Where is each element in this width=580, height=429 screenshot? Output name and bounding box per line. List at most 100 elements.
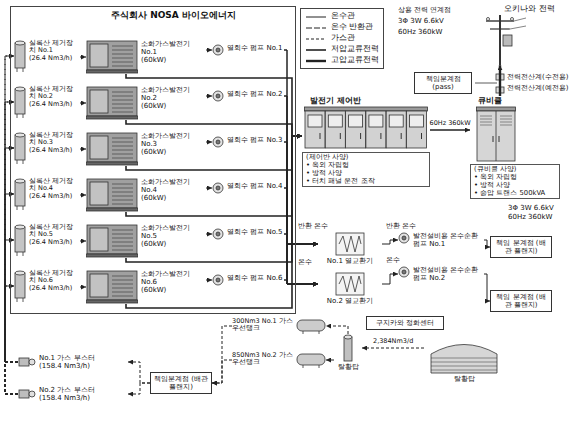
node-label: 열회수 펌프 No.2 xyxy=(227,90,284,98)
pump-icon xyxy=(212,90,224,102)
node-label: 실록산 제거장치 No.4 xyxy=(29,178,80,193)
legend-line xyxy=(306,27,326,28)
icon-part xyxy=(15,225,25,229)
heat-exchanger-icon xyxy=(335,232,365,256)
desulfurizer: 탈황탑 xyxy=(424,338,504,383)
pump-icon xyxy=(398,266,410,278)
icon-part xyxy=(29,359,35,365)
pipe-connector xyxy=(212,360,232,383)
icon-part xyxy=(15,227,25,252)
icon-part xyxy=(213,91,223,101)
tower-icon xyxy=(343,334,353,362)
text-column: No.2 가스 부스터(158.4 Nm3/h) xyxy=(39,386,128,402)
pipe-connector xyxy=(128,362,150,383)
icon-line xyxy=(499,136,500,142)
text-column: 실록산 제거장치 No.5(26.4 Nm3/h) xyxy=(29,224,80,246)
node-label: (60kW) xyxy=(141,56,206,64)
text-column: 열회수 펌프 No.6 xyxy=(227,274,284,282)
cubicle-icon xyxy=(476,106,516,162)
booster-icon xyxy=(18,354,36,368)
icon-part xyxy=(216,186,220,190)
icon-line xyxy=(431,370,497,371)
text-column: 실록산 제거장치 No.2(26.4 Nm3/h) xyxy=(29,86,80,108)
icon-line xyxy=(112,284,133,285)
icon-part xyxy=(90,228,108,251)
legend-sample xyxy=(305,36,327,42)
generator-icon xyxy=(86,86,138,120)
node-label: 발전설비용 온수순환펌프 No.1 xyxy=(413,232,484,248)
icon-line xyxy=(380,133,381,139)
pipe-connector xyxy=(80,241,86,242)
icon-line xyxy=(17,160,18,164)
icon-part xyxy=(402,270,406,274)
legend-label: 가스관 xyxy=(331,34,355,43)
icon-line xyxy=(319,365,320,368)
edge-label: 2,384Nm3/d xyxy=(372,338,414,345)
icon-part xyxy=(344,337,352,361)
node-label: (60kW) xyxy=(141,102,206,110)
icon-line xyxy=(112,112,133,113)
legend-label: 온수 반환관 xyxy=(331,23,373,32)
legend-label: 온수관 xyxy=(331,12,355,21)
tank-icon xyxy=(14,132,26,164)
pipe-connector xyxy=(206,280,212,281)
text-column: 실록산 제거장치 No.3(26.4 Nm3/h) xyxy=(29,132,80,154)
icon-part xyxy=(19,390,29,398)
boundary-box: 책임 분계점 (배관 플랜지) xyxy=(490,290,552,312)
icon-line xyxy=(17,114,18,118)
node-label: (26.4 Nm3/h) xyxy=(29,55,80,62)
icon-line xyxy=(112,276,133,277)
icon-line xyxy=(23,252,24,256)
node-label: (큐비클 사양) xyxy=(474,166,556,174)
icon-part xyxy=(216,140,220,144)
gas-tank: 850Nm3 No.2 가스우선탱크 xyxy=(232,352,326,368)
icon-line xyxy=(480,119,492,120)
icon-line xyxy=(112,150,133,151)
annotation-label: 전력전산계(수전용) xyxy=(507,73,568,81)
icon-part xyxy=(216,94,220,98)
pipe-connector xyxy=(5,240,18,394)
leader-line xyxy=(475,83,497,84)
pipe-connector xyxy=(126,136,302,262)
icon-part xyxy=(328,115,342,127)
icon-line xyxy=(112,138,133,139)
legend-row: 온수 반환관 xyxy=(305,22,379,33)
icon-line xyxy=(112,234,133,235)
icon-line xyxy=(112,250,133,251)
icon-line xyxy=(112,104,133,105)
generator-icon xyxy=(86,224,138,258)
utility-pole-icon xyxy=(474,13,526,65)
annotation-label: 60Hz 360kW xyxy=(508,213,552,221)
icon-part xyxy=(399,233,409,243)
gas-tank-icon xyxy=(296,318,326,334)
icon-line xyxy=(112,192,133,193)
icon-part xyxy=(213,275,223,285)
node-label: (158.4 Nm3/h) xyxy=(39,362,128,370)
icon-line xyxy=(493,136,494,142)
node-label: 850Nm3 No.2 가스우선탱크 xyxy=(232,352,294,367)
text-column: 열회수 펌프 No.1 xyxy=(227,44,284,52)
heat-recovery-pump: 열회수 펌프 No.1 xyxy=(212,44,284,56)
tank-icon xyxy=(14,270,26,302)
icon-line xyxy=(112,96,133,97)
text-column: 열회수 펌프 No.2 xyxy=(227,90,284,98)
pipe-connector xyxy=(206,96,212,97)
icon-part xyxy=(216,48,220,52)
node-label: 실록산 제거장치 No.3 xyxy=(29,132,80,147)
icon-part xyxy=(308,115,322,127)
pipe-connector xyxy=(212,326,232,383)
icon-line xyxy=(360,133,361,139)
node-label: 책임 분계점 (배관 플랜지) xyxy=(494,293,548,309)
node-label: • 방적 사양 xyxy=(474,182,556,190)
pipe-connector xyxy=(284,234,318,284)
node-label: • 승압 트랜스 500kVA xyxy=(474,190,556,198)
icon-part xyxy=(87,87,137,116)
icon-line xyxy=(431,366,497,367)
icon-line xyxy=(112,146,133,147)
pump-icon xyxy=(212,44,224,56)
legend-sample xyxy=(305,25,327,31)
node-label: (60kW) xyxy=(141,240,206,248)
icon-line xyxy=(23,68,24,72)
icon-part xyxy=(386,111,406,148)
generator-icon xyxy=(86,270,138,304)
